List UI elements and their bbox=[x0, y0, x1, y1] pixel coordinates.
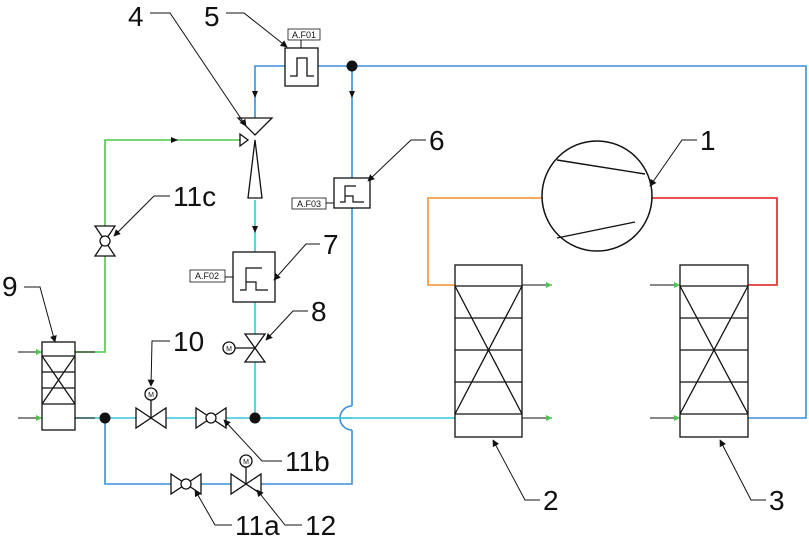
motor-valve-8 bbox=[222, 333, 267, 363]
motor-valve-8-glyph: M bbox=[226, 346, 232, 353]
motor-valve-10 bbox=[135, 387, 167, 430]
motor-valve-10-glyph: M bbox=[148, 392, 154, 399]
pipe-top-loop bbox=[352, 65, 807, 419]
label-11c: 11c bbox=[173, 181, 216, 212]
label-7: 7 bbox=[323, 229, 339, 260]
label-8: 8 bbox=[311, 296, 327, 327]
ball-valve-11a bbox=[170, 472, 202, 496]
label-12: 12 bbox=[305, 510, 336, 541]
ejector bbox=[236, 117, 274, 199]
pipe-green bbox=[75, 139, 245, 353]
label-10: 10 bbox=[173, 326, 204, 357]
label-1: 1 bbox=[700, 125, 716, 156]
pipe-vertical-main bbox=[104, 66, 353, 485]
flow-arrows bbox=[171, 91, 355, 233]
label-11b: 11b bbox=[285, 446, 330, 477]
heat-exchanger-3 bbox=[679, 264, 749, 438]
heat-exchanger-9 bbox=[41, 341, 76, 431]
pipe-filter1-left bbox=[254, 65, 285, 118]
junction-dots bbox=[99, 60, 358, 424]
filter-af03 bbox=[291, 177, 371, 210]
ball-valve-11b bbox=[195, 406, 227, 430]
motor-valve-12-glyph: M bbox=[243, 459, 249, 466]
compressor bbox=[541, 140, 653, 252]
label-4: 4 bbox=[128, 1, 144, 32]
label-6: 6 bbox=[429, 125, 445, 156]
label-5: 5 bbox=[204, 1, 220, 32]
filter-af02 bbox=[189, 251, 276, 303]
filter-af01-tag: A.F01 bbox=[292, 30, 316, 40]
filter-af03-tag: A.F03 bbox=[297, 199, 321, 209]
motor-valve-12 bbox=[230, 454, 262, 496]
pipe-red bbox=[651, 197, 778, 286]
exchanger-stubs bbox=[18, 284, 680, 419]
ball-valve-11c bbox=[93, 225, 117, 257]
label-2: 2 bbox=[543, 485, 559, 516]
label-11a: 11a bbox=[235, 510, 280, 541]
pipe-orange bbox=[427, 197, 542, 286]
heat-exchanger-2 bbox=[454, 264, 523, 438]
label-9: 9 bbox=[2, 271, 18, 302]
filter-af02-tag: A.F02 bbox=[195, 271, 219, 281]
leader-lines bbox=[24, 12, 766, 526]
stub-arrowheads bbox=[36, 282, 680, 421]
filter-af01 bbox=[284, 28, 321, 87]
label-3: 3 bbox=[769, 485, 785, 516]
